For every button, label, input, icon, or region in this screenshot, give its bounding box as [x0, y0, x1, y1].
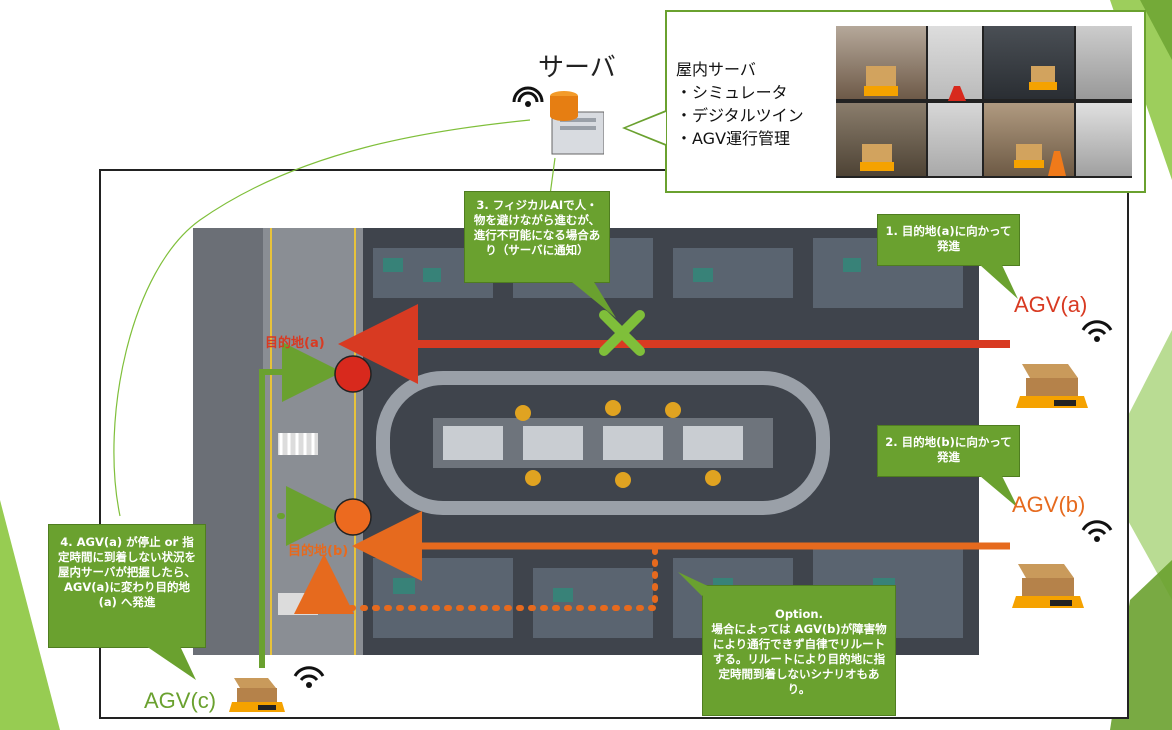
callout-step1-pointer: [980, 265, 1018, 299]
callout-step4-pointer: [146, 646, 196, 680]
callout-step3: 3. フィジカルAIで人・物を避けながら進むが、進行不可能になる場合あり（サーバ…: [464, 191, 610, 283]
server-info-item: ・デジタルツイン: [676, 106, 804, 125]
communication-curve: [113, 119, 531, 517]
callout-step1-text: 1. 目的地(a)に向かって発進: [885, 224, 1012, 253]
callout-step3-text: 3. フィジカルAIで人・物を避けながら進むが、進行不可能になる場合あり（サーバ…: [473, 198, 601, 257]
server-title: サーバ: [538, 53, 616, 83]
agv-c-label: AGV(c): [144, 688, 217, 713]
factory-floor-image: [193, 228, 979, 655]
server-info-item: ・AGV運行管理: [676, 129, 791, 148]
callout-option: Option. 場合によっては AGV(b)が障害物により通行できず自律でリルー…: [702, 585, 896, 716]
callout-step1: 1. 目的地(a)に向かって発進: [877, 214, 1020, 266]
simulation-thumbnails: [836, 26, 1132, 178]
wifi-icon: [293, 666, 325, 688]
destination-b-marker: [334, 498, 372, 536]
destination-a-marker: [334, 355, 372, 393]
wifi-icon: [1081, 320, 1113, 342]
agv-a-label: AGV(a): [1014, 292, 1088, 317]
destination-a-label: 目的地(a): [265, 336, 325, 351]
callout-option-text: Option. 場合によっては AGV(b)が障害物により通行できず自律でリルー…: [711, 607, 887, 696]
callout-step4: 4. AGV(a) が停止 or 指定時間に到着しない状況を屋内サーバが把握した…: [48, 524, 206, 648]
destination-b-label: 目的地(b): [288, 544, 349, 559]
agv-b-robot-icon: [1012, 564, 1084, 608]
callout-step2: 2. 目的地(b)に向かって発進: [877, 425, 1020, 477]
callout-step3-pointer: [572, 282, 616, 318]
agv-c-robot-icon: [229, 678, 285, 712]
server-icon: [512, 86, 604, 155]
blocked-x-icon: [599, 310, 645, 356]
info-box-pointer-inner: [626, 112, 666, 144]
callout-option-pointer: [678, 572, 712, 596]
callout-step4-text: 4. AGV(a) が停止 or 指定時間に到着しない状況を屋内サーバが把握した…: [58, 535, 196, 609]
server-info-item: ・シミュレータ: [676, 83, 788, 102]
wifi-icon: [1081, 520, 1113, 542]
callout-step2-pointer: [980, 476, 1018, 508]
agv-b-label: AGV(b): [1012, 492, 1086, 517]
factory-floor-drawing: [193, 228, 979, 655]
agv-a-robot-icon: [1016, 364, 1088, 408]
route-agv-c: [259, 342, 342, 668]
callout-step2-text: 2. 目的地(b)に向かって発進: [885, 435, 1012, 464]
server-info-list: 屋内サーバ ・シミュレータ ・デジタルツイン ・AGV運行管理: [676, 58, 804, 150]
reroute-agv-b: [322, 547, 658, 611]
server-info-heading: 屋内サーバ: [676, 60, 756, 79]
